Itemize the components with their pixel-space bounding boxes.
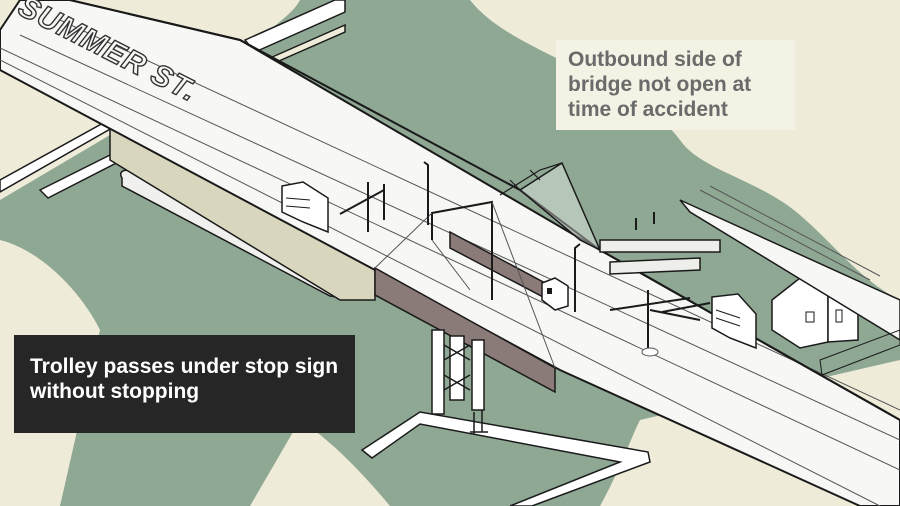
right-wharf (679, 199, 900, 341)
floating-dock-1 (599, 239, 721, 253)
span-side-left (374, 266, 556, 394)
gantry-frame (431, 200, 493, 300)
pier-trestle (431, 329, 485, 415)
stop-gate (609, 290, 711, 350)
callout-outbound-line-1: Outbound side of (568, 48, 742, 71)
lower-pier (360, 411, 651, 506)
right-fence (819, 329, 900, 376)
dock-posts (635, 212, 655, 230)
gate-house-left (281, 181, 329, 234)
leaf-truss (499, 162, 563, 196)
small-piles (470, 410, 488, 434)
lamp-post-2 (574, 243, 581, 312)
floating-dock-2 (609, 257, 701, 275)
kiosk (541, 277, 569, 311)
land-bottom-center (250, 420, 390, 506)
callout-trolley-line-2: without stopping (30, 379, 200, 403)
callout-outbound: Outbound side of bridge not open at time… (556, 40, 795, 130)
callout-outbound-line-3: time of accident (568, 97, 728, 121)
lamp-post-1 (423, 161, 429, 225)
gate-house-right (711, 293, 757, 350)
gantry-diagonals (374, 201, 556, 369)
callout-trolley-line-1: Trolley passes under stop sign (30, 355, 339, 378)
right-railing (699, 185, 881, 281)
callout-outbound-line-2: bridge not open at (568, 72, 752, 96)
stop-gate-base (641, 347, 659, 357)
callout-trolley: Trolley passes under stop sign without s… (14, 335, 355, 433)
signal-mast-left (339, 182, 385, 232)
